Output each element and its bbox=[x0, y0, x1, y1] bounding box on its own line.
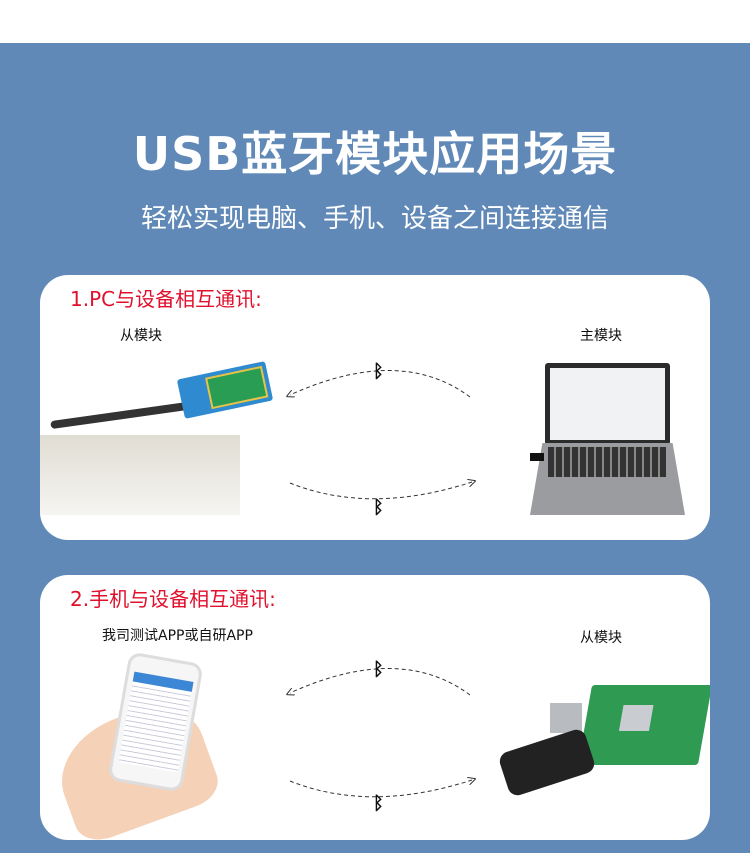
bluetooth-module-image bbox=[176, 361, 274, 419]
laptop-image bbox=[545, 363, 670, 445]
bluetooth-icon: ᛒ bbox=[373, 793, 384, 814]
scenario-heading: 1.PC与设备相互通讯: bbox=[70, 287, 262, 311]
page-title: USB蓝牙模块应用场景 bbox=[132, 127, 618, 181]
bluetooth-icon: ᛒ bbox=[373, 497, 384, 518]
usb-dongle-image bbox=[530, 453, 544, 461]
scenario-heading: 2.手机与设备相互通讯: bbox=[70, 587, 276, 611]
slave-module-label: 从模块 bbox=[580, 630, 622, 646]
scenario-card-phone: 2.手机与设备相互通讯: 我司测试APP或自研APP 从模块 ᛒ ᛒ bbox=[40, 575, 710, 840]
scenario-card-pc: 1.PC与设备相互通讯: 从模块 主模块 ᛒ ᛒ bbox=[40, 275, 710, 540]
pcb-image bbox=[40, 435, 240, 515]
master-module-label: 主模块 bbox=[580, 328, 622, 344]
communication-arrows bbox=[280, 668, 480, 798]
communication-arrows bbox=[280, 370, 480, 500]
ethernet-port bbox=[550, 703, 582, 733]
app-label: 我司测试APP或自研APP bbox=[102, 628, 253, 644]
raspberry-pi-image bbox=[577, 685, 710, 765]
slave-module-label: 从模块 bbox=[120, 328, 162, 344]
page-subtitle: 轻松实现电脑、手机、设备之间连接通信 bbox=[140, 204, 609, 234]
usb-bluetooth-adapter-image bbox=[497, 727, 597, 798]
bluetooth-icon: ᛒ bbox=[373, 659, 384, 680]
laptop-keyboard bbox=[548, 447, 666, 477]
top-band bbox=[0, 0, 750, 43]
bluetooth-icon: ᛒ bbox=[373, 361, 384, 382]
